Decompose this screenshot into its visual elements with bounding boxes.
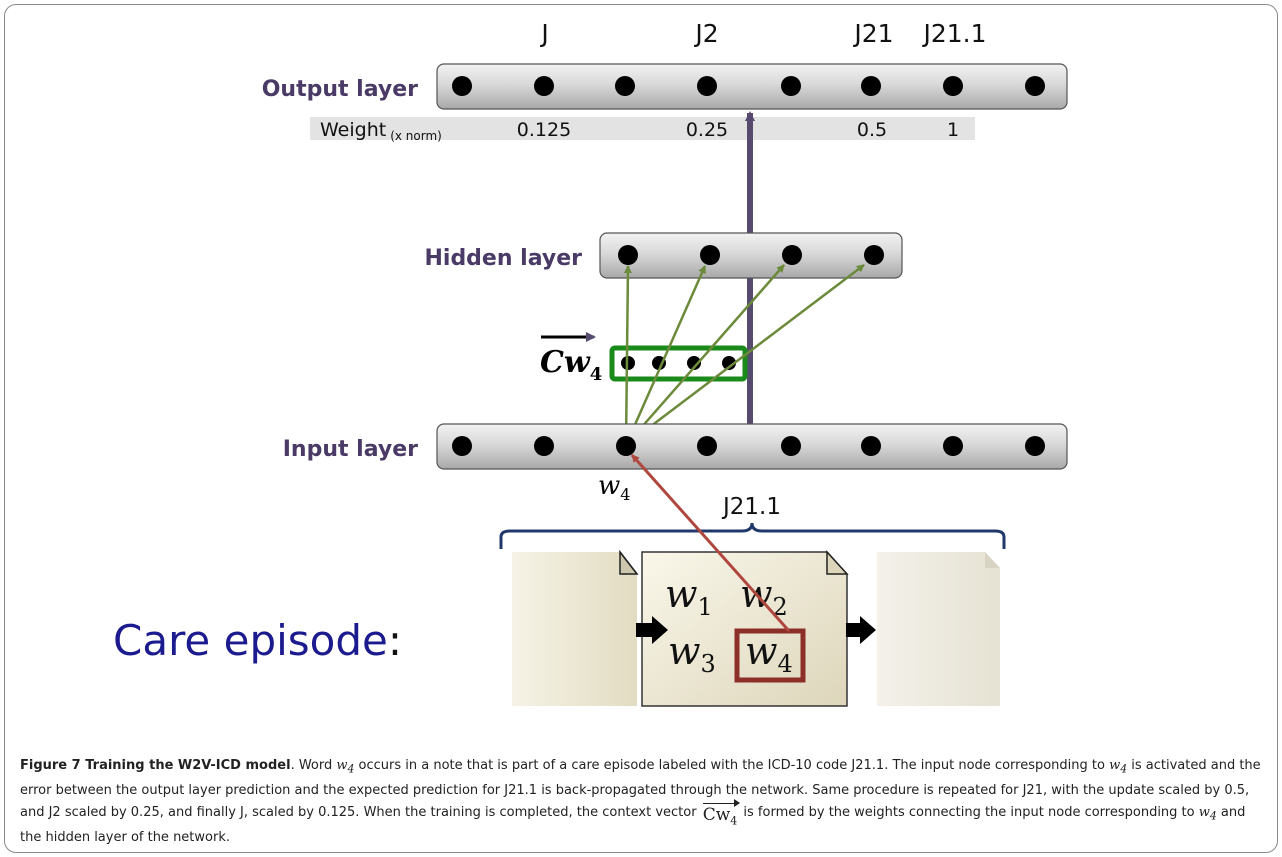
weight-arrow	[625, 264, 865, 446]
weight-value-j21: 0.5	[857, 119, 887, 141]
output-node	[1025, 76, 1045, 96]
caption-text: and the hidden layer of the network.	[20, 804, 1246, 845]
hidden-layer-nodes	[618, 245, 884, 265]
context-vector-symbol: Cw4	[540, 332, 602, 385]
word-activation-arrow	[630, 454, 791, 632]
flow-arrow-icon	[636, 616, 668, 644]
code-label-j2: J2	[693, 19, 718, 48]
output-layer-label: Output layer	[262, 77, 418, 102]
code-label-j21: J21	[852, 19, 893, 48]
caption-context-vector: Cw4	[702, 798, 740, 827]
output-layer-bar	[436, 63, 1068, 110]
input-layer-nodes	[452, 436, 1045, 456]
output-layer-nodes	[452, 76, 1045, 96]
care-episode-label: Care episode:	[113, 616, 402, 665]
note-document-right	[877, 552, 1000, 706]
episode-brace	[499, 522, 1006, 549]
hidden-layer-label: Hidden layer	[424, 246, 582, 271]
hidden-node	[864, 245, 884, 265]
caption-word: w4	[1109, 758, 1128, 776]
weight-value-j2: 0.25	[686, 119, 728, 141]
word-w3: w3	[668, 629, 716, 678]
note-document-left	[512, 549, 639, 706]
context-weight-arrows	[623, 264, 865, 446]
input-layer-label: Input layer	[283, 437, 418, 462]
hidden-layer-bar	[599, 232, 903, 279]
context-node	[687, 356, 701, 370]
context-vector-box	[609, 345, 748, 382]
weight-arrow	[623, 265, 632, 446]
caption-word: w4	[1198, 804, 1217, 823]
caption-title: Figure 7 Training the W2V-ICD model	[20, 758, 291, 773]
input-node	[452, 436, 472, 456]
weight-row	[310, 117, 975, 140]
word-w1: w1	[665, 572, 713, 621]
input-node	[781, 436, 801, 456]
figure-frame	[4, 4, 1278, 853]
output-node	[781, 76, 801, 96]
weight-label: Weight(x norm)	[320, 119, 442, 143]
output-node	[452, 76, 472, 96]
episode-flow-arrows	[636, 616, 876, 644]
hidden-node	[618, 245, 638, 265]
input-node	[1025, 436, 1045, 456]
hidden-node	[700, 245, 720, 265]
output-node	[861, 76, 881, 96]
caption-text: is formed by the weights connecting the …	[739, 804, 1199, 820]
input-node	[943, 436, 963, 456]
weight-value-j21-1: 1	[947, 119, 959, 141]
caption-text: is activated and the error between the o…	[20, 758, 1261, 820]
weight-arrow	[624, 265, 707, 446]
caption-word: w4	[336, 758, 355, 776]
input-node	[861, 436, 881, 456]
word-w4-highlight	[734, 628, 806, 683]
figure-caption: Figure 7 Training the W2V-ICD model. Wor…	[20, 755, 1268, 848]
input-word-label: w4	[598, 471, 630, 504]
output-node	[615, 76, 635, 96]
code-label-j21-1: J21.1	[921, 19, 986, 48]
output-node	[534, 76, 554, 96]
weight-value-j: 0.125	[517, 119, 571, 141]
weight-arrow	[625, 264, 785, 446]
context-vector-label: Cw4	[540, 345, 602, 385]
context-node	[722, 356, 736, 370]
flow-arrow-icon	[846, 616, 876, 644]
output-node	[943, 76, 963, 96]
word-w4: w4	[745, 629, 793, 678]
hidden-node	[782, 245, 802, 265]
output-node	[697, 76, 717, 96]
input-layer-bar	[436, 423, 1068, 470]
context-vector-nodes	[621, 356, 736, 370]
input-node	[534, 436, 554, 456]
input-node	[697, 436, 717, 456]
input-node-w4	[616, 436, 636, 456]
episode-code-label: J21.1	[721, 494, 781, 520]
caption-text: . Word	[290, 758, 337, 773]
w2v-icd-diagram: J J2 J21 J21.1 Output layer Weight(x nor…	[113, 19, 1068, 707]
code-label-j: J	[539, 19, 548, 48]
caption-text: occurs in a note that is part of a care …	[354, 758, 1110, 773]
